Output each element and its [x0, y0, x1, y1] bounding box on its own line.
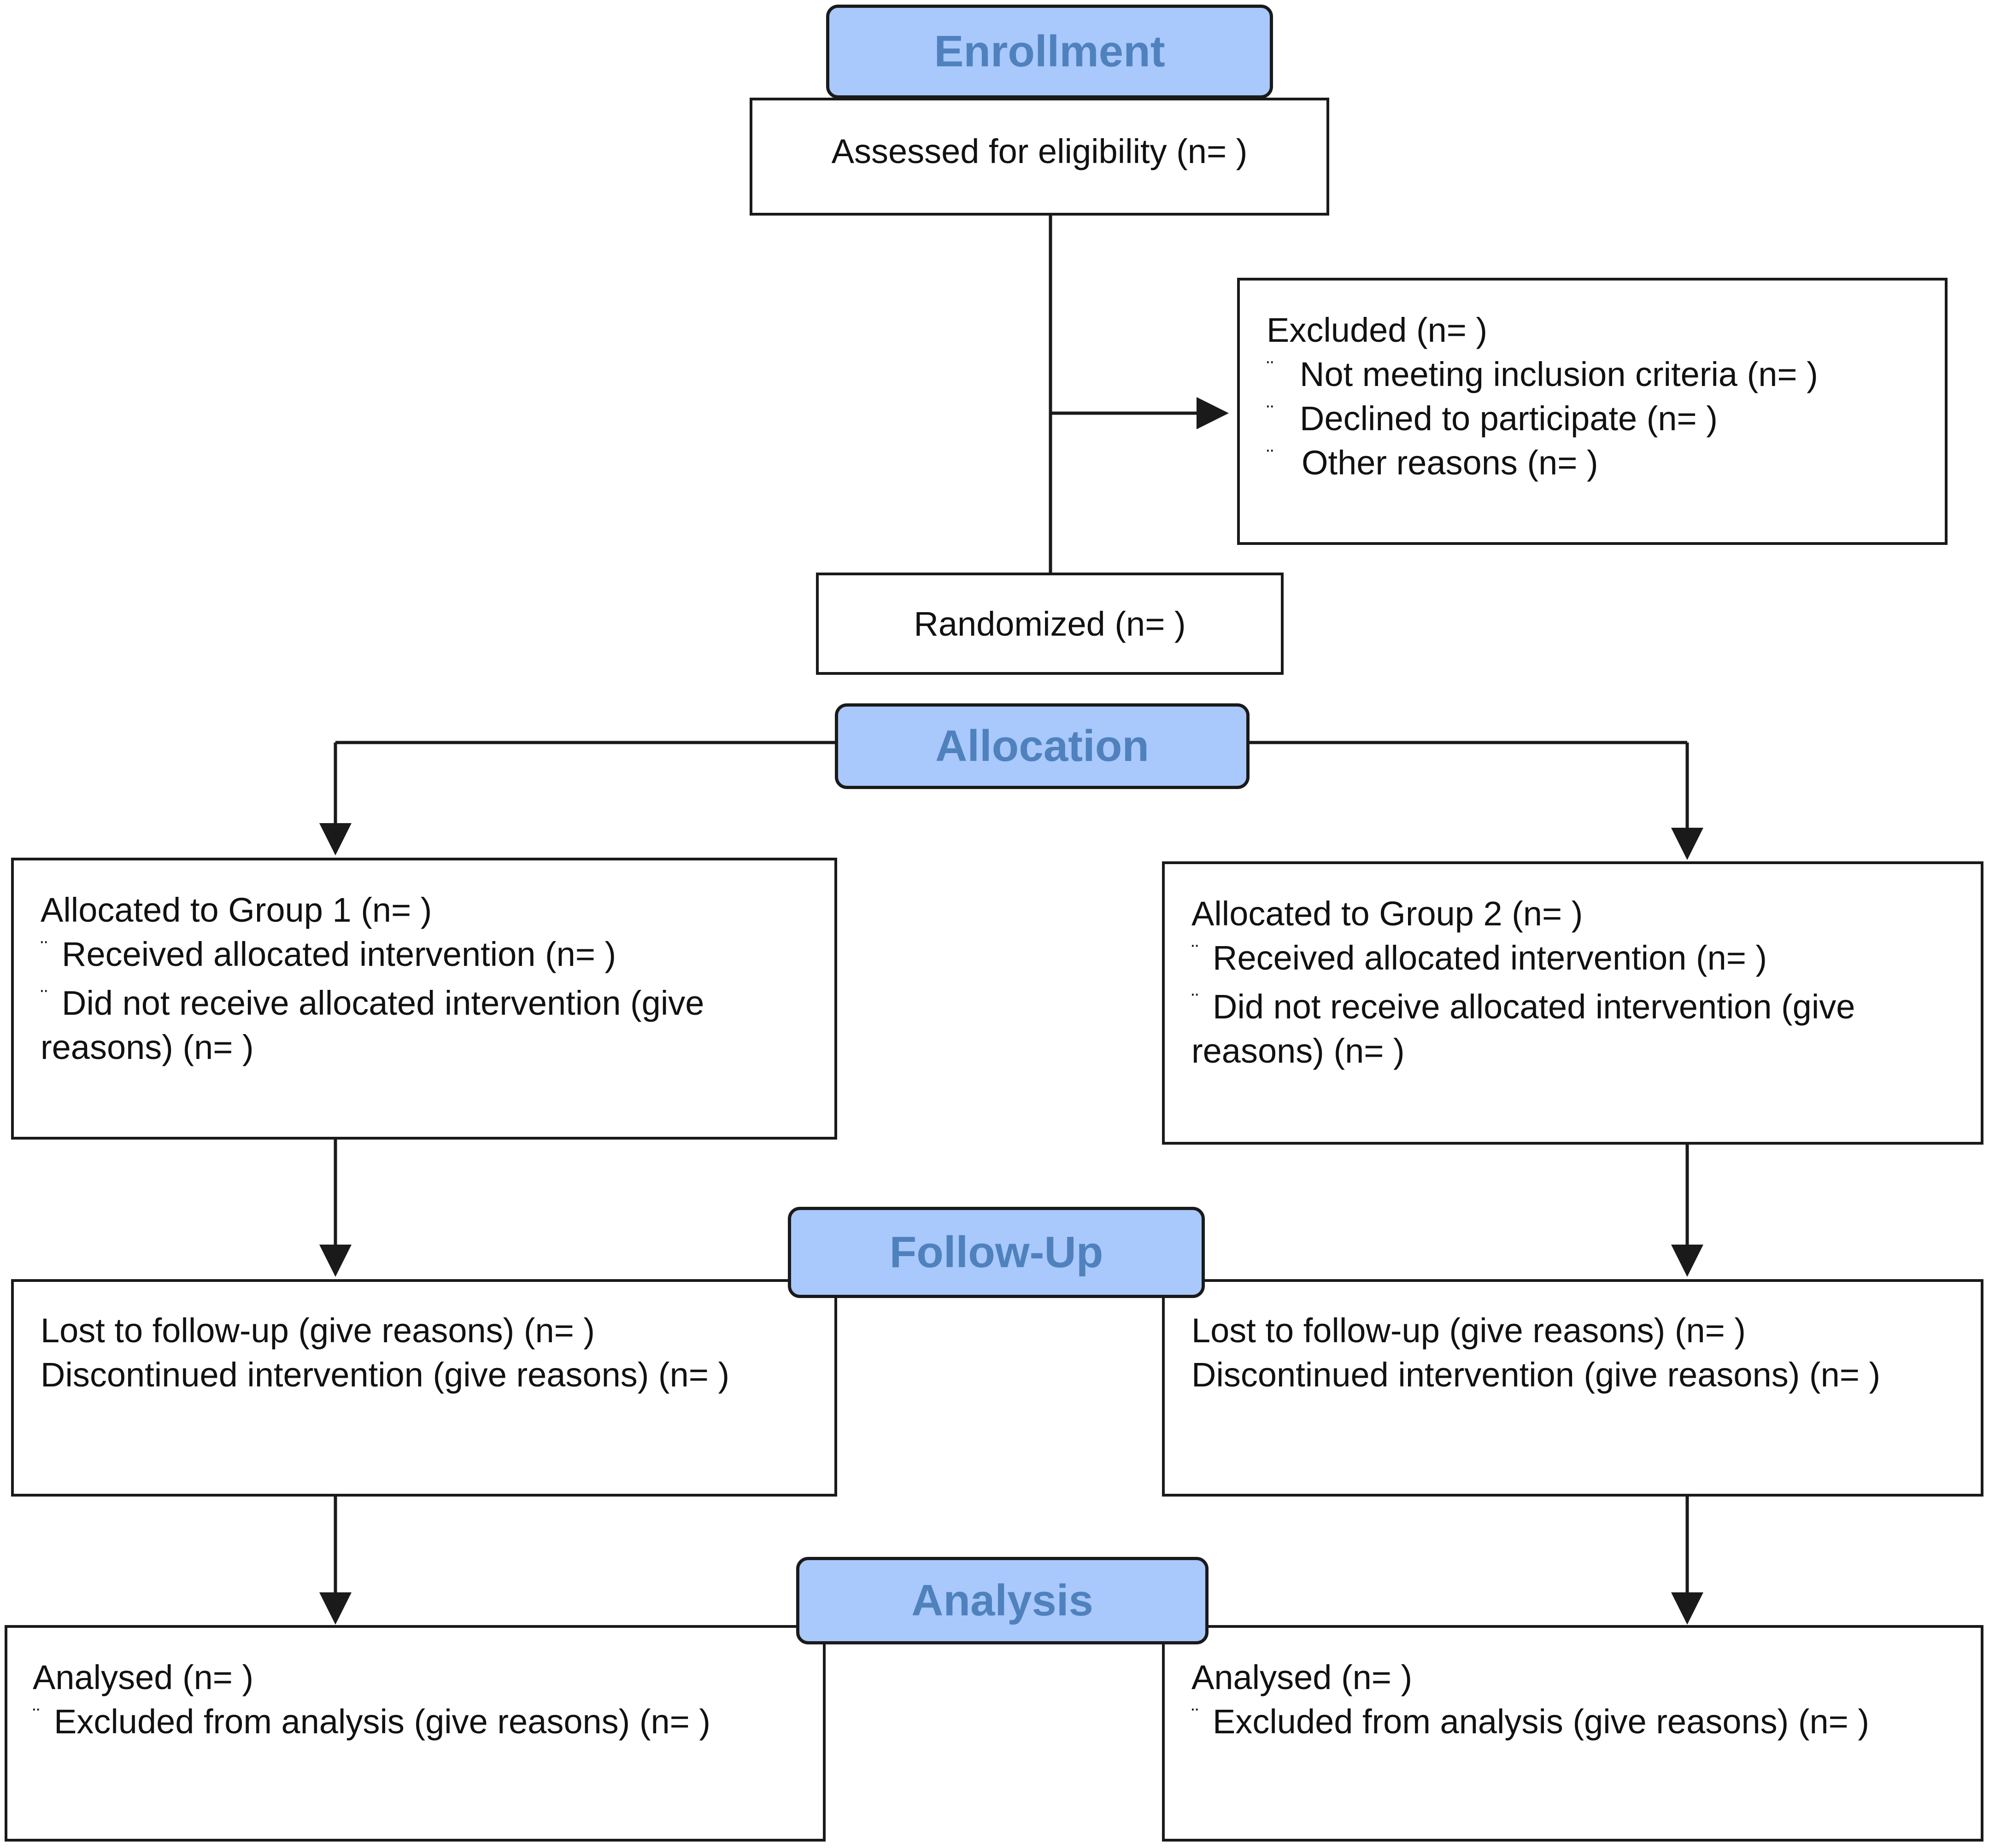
group1-lost: Lost to follow-up (give reasons) (n= ) [41, 1311, 595, 1350]
group2-allocated: Allocated to Group 2 (n= ) [1191, 895, 1583, 933]
group1-analysed: Analysed (n= ) [33, 1658, 254, 1696]
group2-not-received-cont: reasons) (n= ) [1191, 1032, 1405, 1070]
excluded-title: Excluded (n= ) [1267, 311, 1488, 349]
group1-analysis-box: Analysed (n= ) ¨Excluded from analysis (… [5, 1625, 826, 1842]
stage-enrollment: Enrollment [826, 5, 1273, 99]
group2-allocation-box: Allocated to Group 2 (n= ) ¨Received all… [1162, 861, 1983, 1145]
bullet-glyph: ¨ [1191, 940, 1199, 964]
group1-followup-box: Lost to follow-up (give reasons) (n= ) D… [11, 1279, 837, 1497]
excluded-item: ¨Not meeting inclusion criteria (n= ) [1267, 352, 1818, 397]
bullet-glyph: ¨ [1191, 989, 1199, 1013]
excluded-item: ¨Declined to participate (n= ) [1267, 397, 1818, 441]
bullet-glyph: ¨ [1267, 445, 1274, 469]
group1-received: ¨Received allocated intervention (n= ) [41, 932, 704, 977]
bullet-glyph: ¨ [1267, 357, 1274, 380]
randomized-label: Randomized (n= ) [914, 605, 1186, 643]
group1-excluded-analysis: ¨Excluded from analysis (give reasons) (… [33, 1700, 710, 1744]
group1-allocated: Allocated to Group 1 (n= ) [41, 891, 432, 929]
group2-excluded-analysis: ¨Excluded from analysis (give reasons) (… [1191, 1700, 1869, 1744]
stage-follow-up: Follow-Up [788, 1207, 1205, 1298]
group2-discontinued: Discontinued intervention (give reasons)… [1191, 1356, 1881, 1394]
assessed-label: Assessed for eligibility (n= ) [831, 132, 1248, 170]
group1-not-received: ¨Did not receive allocated intervention … [41, 981, 704, 1025]
group1-not-received-cont: reasons) (n= ) [41, 1028, 254, 1066]
group2-not-received: ¨Did not receive allocated intervention … [1191, 985, 1855, 1029]
group1-discontinued: Discontinued intervention (give reasons)… [41, 1356, 730, 1394]
group2-lost: Lost to follow-up (give reasons) (n= ) [1191, 1311, 1746, 1350]
bullet-glyph: ¨ [33, 1704, 40, 1728]
bullet-glyph: ¨ [41, 936, 48, 960]
group2-received: ¨Received allocated intervention (n= ) [1191, 936, 1855, 980]
randomized-box: Randomized (n= ) [816, 573, 1284, 675]
assessed-box: Assessed for eligibility (n= ) [750, 98, 1329, 216]
group1-allocation-box: Allocated to Group 1 (n= ) ¨Received all… [11, 858, 837, 1140]
stage-allocation: Allocation [835, 703, 1250, 789]
bullet-glyph: ¨ [1267, 401, 1274, 425]
excluded-box: Excluded (n= ) ¨Not meeting inclusion cr… [1237, 278, 1948, 545]
stage-analysis: Analysis [796, 1557, 1209, 1644]
bullet-glyph: ¨ [1191, 1704, 1199, 1728]
excluded-item: ¨Other reasons (n= ) [1267, 441, 1818, 485]
group2-followup-box: Lost to follow-up (give reasons) (n= ) D… [1162, 1279, 1983, 1497]
group2-analysis-box: Analysed (n= ) ¨Excluded from analysis (… [1162, 1625, 1983, 1842]
group2-analysed: Analysed (n= ) [1191, 1658, 1413, 1696]
bullet-glyph: ¨ [41, 985, 48, 1009]
